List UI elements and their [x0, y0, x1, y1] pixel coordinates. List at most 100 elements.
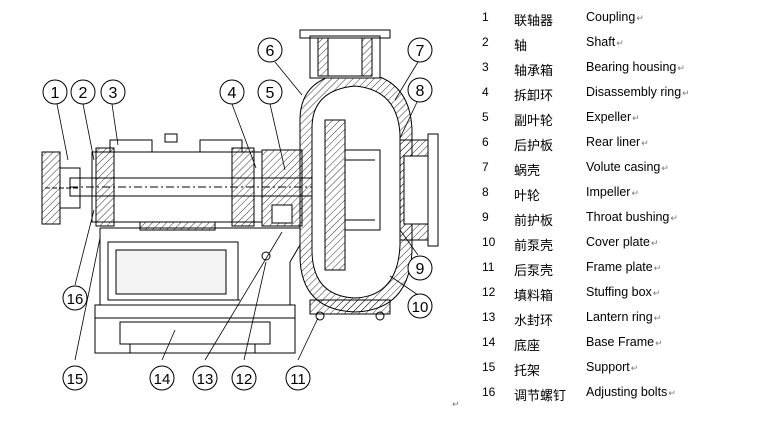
pump-cross-section-drawing: 1 2 3 4 5 6 7 8 9 10 11 12 13 14 15 16 — [41, 29, 439, 391]
svg-text:9: 9 — [416, 261, 425, 278]
part-name-en: Base Frame↵ — [586, 335, 663, 349]
paragraph-mark: ↵ — [650, 238, 659, 248]
support-bracket — [99, 227, 301, 305]
svg-text:1: 1 — [51, 85, 60, 102]
part-name-cn: 蜗壳 — [514, 164, 541, 179]
paragraph-mark: ↵ — [661, 163, 669, 173]
callout-13: 13 — [192, 365, 218, 391]
part-name-cn: 托架 — [514, 364, 541, 379]
paragraph-mark: ↵ — [668, 388, 676, 398]
callout-7: 7 — [407, 37, 433, 63]
part-number: 1 — [482, 10, 489, 24]
paragraph-mark: ↵ — [655, 338, 663, 348]
callout-6: 6 — [257, 37, 283, 63]
svg-text:6: 6 — [266, 43, 275, 60]
paragraph-mark: ↵ — [652, 288, 661, 298]
callout-16: 16 — [62, 285, 88, 311]
svg-text:14: 14 — [154, 371, 171, 388]
frame-plate-feet — [309, 299, 391, 321]
leader-lines — [56, 61, 419, 361]
callout-15: 15 — [62, 365, 88, 391]
svg-text:4: 4 — [228, 85, 237, 102]
part-number: 11 — [482, 260, 495, 274]
part-name-en: Frame plate↵ — [586, 260, 662, 274]
paragraph-mark: ↵ — [631, 188, 640, 198]
callout-3: 3 — [100, 79, 126, 105]
part-name-en: Expeller↵ — [586, 110, 640, 124]
paragraph-mark: ↵ — [677, 63, 685, 73]
part-number: 5 — [482, 110, 489, 124]
paragraph-mark: ↵ — [641, 138, 649, 148]
part-name-en: Disassembly ring↵ — [586, 85, 690, 99]
callout-14: 14 — [149, 365, 175, 391]
part-number: 8 — [482, 185, 489, 199]
base-frame — [94, 304, 296, 354]
part-name-cn: 联轴器 — [514, 14, 554, 29]
part-name-en: Throat bushing↵ — [586, 210, 678, 224]
part-name-cn: 后护板 — [514, 139, 554, 154]
part-name-en: Shaft↵ — [586, 35, 624, 49]
svg-text:7: 7 — [416, 43, 425, 60]
callout-11: 11 — [285, 365, 311, 391]
impeller — [324, 119, 381, 271]
coupling — [41, 151, 81, 225]
paragraph-mark: ↵ — [452, 400, 460, 410]
paragraph-mark: ↵ — [630, 363, 639, 373]
svg-text:5: 5 — [266, 85, 275, 102]
callout-9: 9 — [407, 255, 433, 281]
part-number: 13 — [482, 310, 496, 324]
svg-text:13: 13 — [197, 371, 214, 388]
part-name-en: Impeller↵ — [586, 185, 640, 199]
part-name-cn: 叶轮 — [514, 189, 541, 204]
paragraph-mark: ↵ — [670, 213, 678, 223]
part-name-cn: 底座 — [514, 339, 541, 354]
part-name-cn: 拆卸环 — [514, 89, 554, 104]
part-name-cn: 后泵壳 — [514, 264, 554, 279]
part-name-cn: 水封环 — [514, 314, 554, 329]
part-number: 16 — [482, 385, 496, 399]
svg-text:12: 12 — [236, 371, 253, 388]
part-number: 10 — [482, 235, 496, 249]
part-name-en: Cover plate↵ — [586, 235, 659, 249]
part-number: 4 — [482, 85, 489, 99]
paragraph-mark: ↵ — [636, 13, 644, 23]
paragraph-mark: ↵ — [682, 88, 690, 98]
part-name-en: Rear liner↵ — [586, 135, 649, 149]
paragraph-mark: ↵ — [653, 263, 662, 273]
svg-text:11: 11 — [290, 371, 306, 388]
svg-text:10: 10 — [412, 299, 429, 316]
part-number: 15 — [482, 360, 496, 374]
callout-1: 1 — [42, 79, 68, 105]
callout-5: 5 — [257, 79, 283, 105]
svg-text:15: 15 — [67, 371, 84, 388]
part-name-en: Coupling↵ — [586, 10, 644, 24]
bearing-housing — [91, 133, 263, 231]
callout-12: 12 — [231, 365, 257, 391]
callout-10: 10 — [407, 293, 433, 319]
paragraph-mark: ↵ — [616, 38, 624, 48]
part-number: 7 — [482, 160, 489, 174]
part-number: 12 — [482, 285, 496, 299]
part-number: 9 — [482, 210, 489, 224]
part-number: 14 — [482, 335, 496, 349]
part-name-en: Lantern ring↵ — [586, 310, 662, 324]
part-name-cn: 轴承箱 — [514, 64, 554, 79]
part-name-cn: 前护板 — [514, 214, 554, 229]
svg-text:3: 3 — [109, 85, 118, 102]
svg-text:2: 2 — [79, 85, 88, 102]
part-number: 6 — [482, 135, 489, 149]
svg-text:16: 16 — [67, 291, 84, 308]
part-name-cn: 前泵壳 — [514, 239, 554, 254]
stuffing-box — [261, 149, 303, 261]
part-name-en: Volute casing↵ — [586, 160, 669, 174]
part-name-cn: 副叶轮 — [514, 114, 554, 129]
part-name-cn: 轴 — [514, 39, 528, 54]
part-number: 2 — [482, 35, 489, 49]
callout-2: 2 — [70, 79, 96, 105]
svg-text:8: 8 — [416, 83, 425, 100]
paragraph-mark: ↵ — [653, 313, 662, 323]
part-name-cn: 填料箱 — [514, 289, 554, 304]
part-name-cn: 调节螺钉 — [514, 389, 567, 404]
throat-bushing — [399, 133, 439, 247]
callout-8: 8 — [407, 77, 433, 103]
